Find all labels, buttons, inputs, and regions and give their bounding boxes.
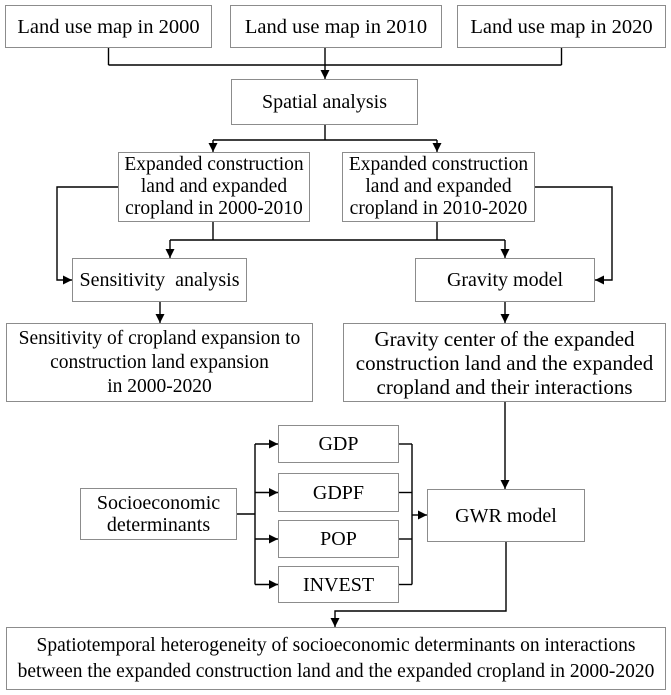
box-label-line: Expanded construction: [124, 154, 304, 175]
box-label-line: land and expanded: [140, 176, 288, 197]
box-gravity-model: Gravity model: [415, 258, 595, 302]
box-label: GDPF: [312, 481, 365, 504]
box-label: Land use map in 2020: [470, 15, 653, 38]
box-label: GDP: [318, 433, 359, 455]
box-expanded-2010-2020: Expanded construction land and expanded …: [342, 152, 535, 222]
box-label-line: cropland in 2000-2010: [125, 198, 303, 219]
box-variable-gdp: GDP: [278, 425, 399, 463]
box-label: POP: [320, 528, 357, 550]
box-label: Gravity model: [446, 269, 564, 291]
box-label: Land use map in 2000: [17, 15, 200, 38]
box-socioeconomic-determinants: Socioeconomic determinants: [80, 488, 237, 540]
box-expanded-2000-2010: Expanded construction land and expanded …: [118, 152, 310, 222]
box-conclusion: Spatiotemporal heterogeneity of socioeco…: [6, 627, 666, 690]
box-label-line: construction land and the expanded: [355, 350, 654, 375]
box-sensitivity-analysis: Sensitivity analysis: [72, 258, 247, 302]
box-land-use-map-2020: Land use map in 2020: [457, 5, 666, 48]
box-label-line: Sensitivity of cropland expansion to: [18, 327, 301, 349]
arrow-gwr-to-conclusion: [330, 542, 507, 627]
box-label-line: between the expanded construction land a…: [17, 660, 655, 682]
box-label-line: Gravity center of the expanded: [374, 326, 635, 351]
box-label-line: construction land expansion: [50, 351, 269, 373]
box-label: GWR model: [455, 504, 557, 527]
box-variable-invest: INVEST: [278, 566, 399, 603]
box-label: Spatial analysis: [262, 91, 387, 113]
box-land-use-map-2000: Land use map in 2000: [5, 5, 212, 48]
box-label-line: Expanded construction: [348, 154, 529, 175]
box-variable-pop: POP: [278, 520, 399, 558]
box-sensitivity-result: Sensitivity of cropland expansion to con…: [6, 323, 313, 402]
box-label: INVEST: [302, 573, 375, 596]
box-gravity-result: Gravity center of the expanded construct…: [343, 323, 666, 402]
box-land-use-map-2010: Land use map in 2010: [230, 5, 442, 48]
box-label-line: in 2000-2020: [107, 375, 212, 397]
box-label-line: cropland and their interactions: [376, 374, 633, 399]
arrow-expanded-2010-2020-side: [535, 186, 613, 285]
box-variable-gdpf: GDPF: [278, 473, 399, 512]
box-label-line: determinants: [106, 514, 211, 536]
box-label: Land use map in 2010: [244, 15, 428, 38]
box-label: Sensitivity analysis: [79, 269, 240, 291]
box-spatial-analysis: Spatial analysis: [231, 79, 418, 125]
box-label-line: cropland in 2010-2020: [349, 198, 528, 219]
box-label-line: Spatiotemporal heterogeneity of socioeco…: [36, 634, 636, 656]
arrow-expanded-2000-2010-side: [56, 186, 118, 285]
box-label-line: Socioeconomic: [96, 492, 221, 514]
box-label-line: land and expanded: [365, 176, 512, 197]
box-gwr-model: GWR model: [427, 489, 585, 542]
